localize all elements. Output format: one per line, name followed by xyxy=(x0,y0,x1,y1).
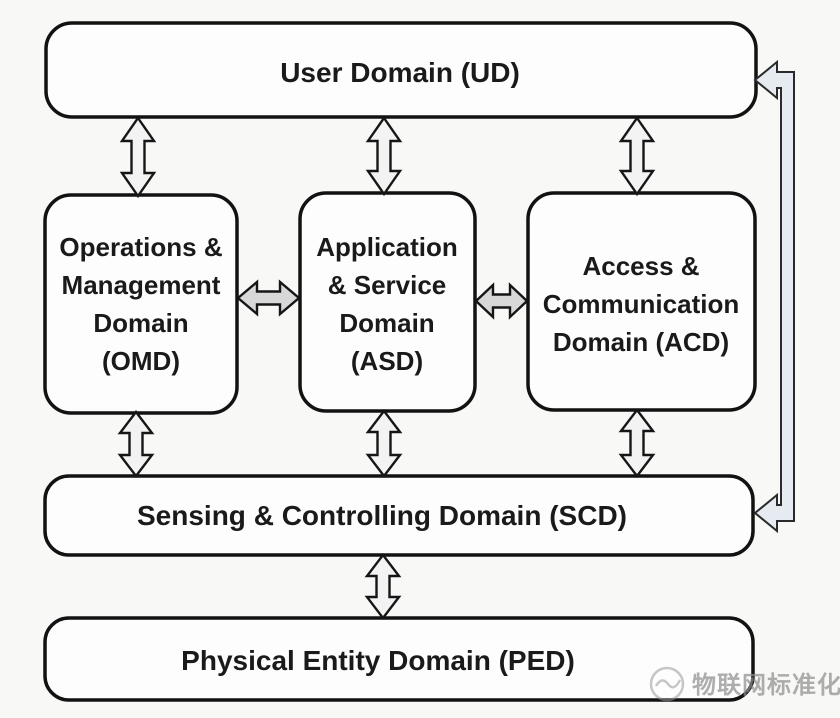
label-acd-line3: Domain (ACD) xyxy=(553,327,729,357)
double-arrow-icon-ud-asd xyxy=(365,115,403,197)
label-omd-line4: (OMD) xyxy=(102,346,180,376)
label-physical-entity-domain: Physical Entity Domain (PED) xyxy=(181,645,575,676)
elbow-double-arrow-icon-ud-scd xyxy=(753,59,795,534)
double-arrow-icon-acd-scd xyxy=(618,408,656,478)
double-arrow-icon-asd-acd xyxy=(474,282,529,320)
box-physical-entity-domain xyxy=(43,616,755,702)
box-user-domain xyxy=(44,21,758,119)
watermark-text: 物联网标准化 xyxy=(692,671,840,699)
double-arrow-icon-ud-omd xyxy=(119,115,157,199)
double-arrow-icon-omd-asd xyxy=(236,279,301,317)
double-arrow-icon-asd-scd xyxy=(365,409,403,478)
label-asd-line3: Domain xyxy=(339,308,434,338)
label-asd-line1: Application xyxy=(316,232,458,262)
label-omd-line2: Management xyxy=(62,270,221,300)
double-arrow-icon-scd-ped xyxy=(364,553,402,620)
label-asd-line2: & Service xyxy=(328,270,447,300)
label-omd-line3: Domain xyxy=(93,308,188,338)
label-asd-line4: (ASD) xyxy=(351,346,423,376)
label-acd-line1: Access & xyxy=(582,251,699,281)
box-sensing-controlling-domain xyxy=(43,474,755,557)
double-arrow-icon-ud-acd xyxy=(618,115,656,197)
label-acd-line2: Communication xyxy=(543,289,739,319)
label-user-domain: User Domain (UD) xyxy=(280,57,520,88)
label-sensing-controlling-domain: Sensing & Controlling Domain (SCD) xyxy=(137,500,627,531)
label-omd-line1: Operations & xyxy=(59,232,222,262)
box-operations-management-domain xyxy=(43,193,239,415)
box-application-service-domain xyxy=(298,191,477,413)
double-arrow-icon-omd-scd xyxy=(117,410,155,478)
watermark-logo-icon xyxy=(649,666,685,702)
